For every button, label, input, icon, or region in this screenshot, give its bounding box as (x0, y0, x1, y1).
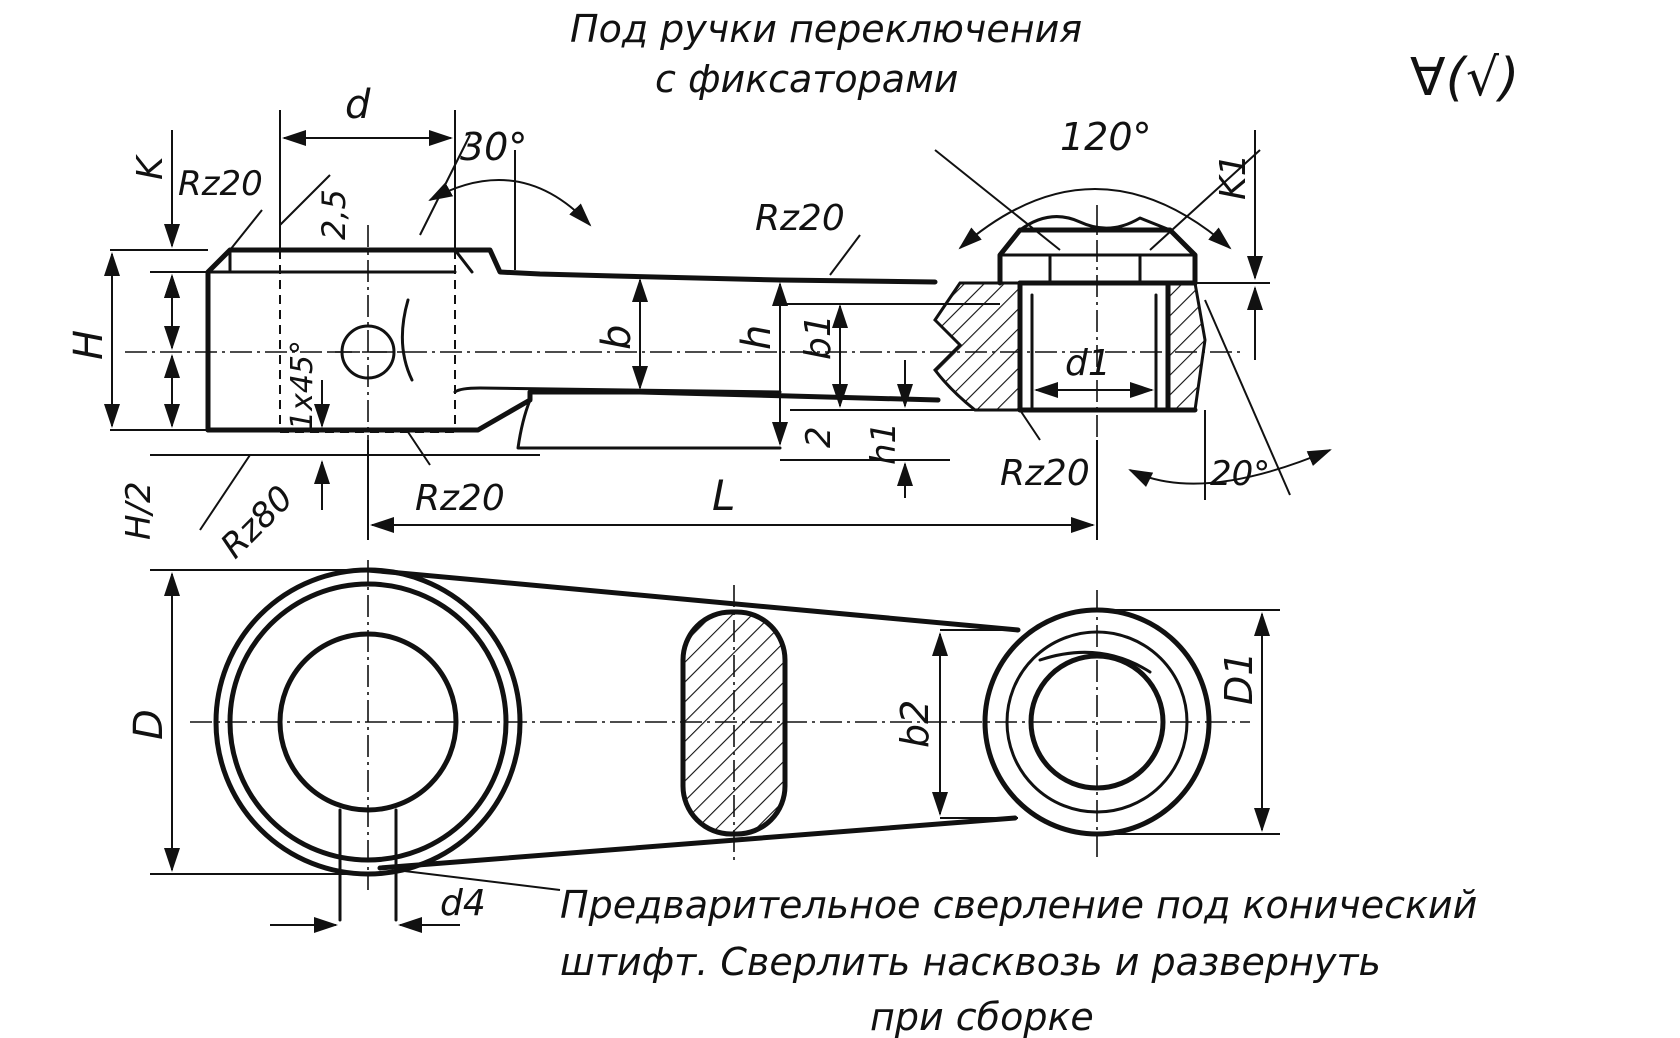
dim-d-cap: D (126, 709, 172, 740)
rz20-label-d: Rz20 (415, 478, 505, 519)
dim-b: b (594, 325, 640, 350)
plan-view (150, 560, 1280, 933)
side-view (104, 110, 1332, 540)
dim-angle-120: 120° (1060, 115, 1152, 159)
note-top-line1: Под ручки переключения (570, 7, 1082, 51)
right-section-hatch (1166, 281, 1207, 412)
dim-angle-30: 30° (460, 125, 527, 169)
roughness-symbol: ∀(√) (1410, 48, 1519, 108)
dim-d1: d1 (1065, 343, 1111, 384)
dim-k: K (130, 154, 171, 180)
note-bottom-line1: Предварительное сверление под конический (560, 883, 1477, 927)
dim-chamfer: 1x45° (285, 340, 320, 430)
dim-h1: h1 (864, 422, 904, 465)
boss-bore-circle (1028, 653, 1166, 791)
dim-2-5: 2,5 (315, 189, 353, 240)
dim-angle-20: 20° (1210, 454, 1270, 494)
dim-l: L (712, 471, 735, 520)
left-section-hatch (933, 281, 1022, 412)
dim-h-half: H/2 (119, 481, 159, 540)
dim-d4: d4 (440, 883, 486, 924)
note-top-line2: с фиксаторами (655, 57, 958, 101)
note-bottom-line2: штифт. Сверлить насквозь и развернуть (560, 940, 1381, 984)
dim-d1-cap: D1 (1217, 652, 1261, 705)
note-bottom-line3: при сборке (870, 995, 1094, 1038)
rz20-label-a: Rz20 (178, 164, 263, 204)
dim-k1: K1 (1213, 153, 1254, 200)
dim-b1: b1 (798, 314, 839, 360)
dim-d: d (345, 82, 371, 128)
dim-h-cap: H (66, 330, 112, 360)
rz20-label-c: Rz20 (1000, 453, 1090, 494)
dim-two: 2 (799, 426, 839, 448)
rz20-label-b: Rz20 (755, 198, 845, 239)
dim-b2: b2 (893, 700, 937, 748)
dim-h: h (734, 325, 780, 350)
